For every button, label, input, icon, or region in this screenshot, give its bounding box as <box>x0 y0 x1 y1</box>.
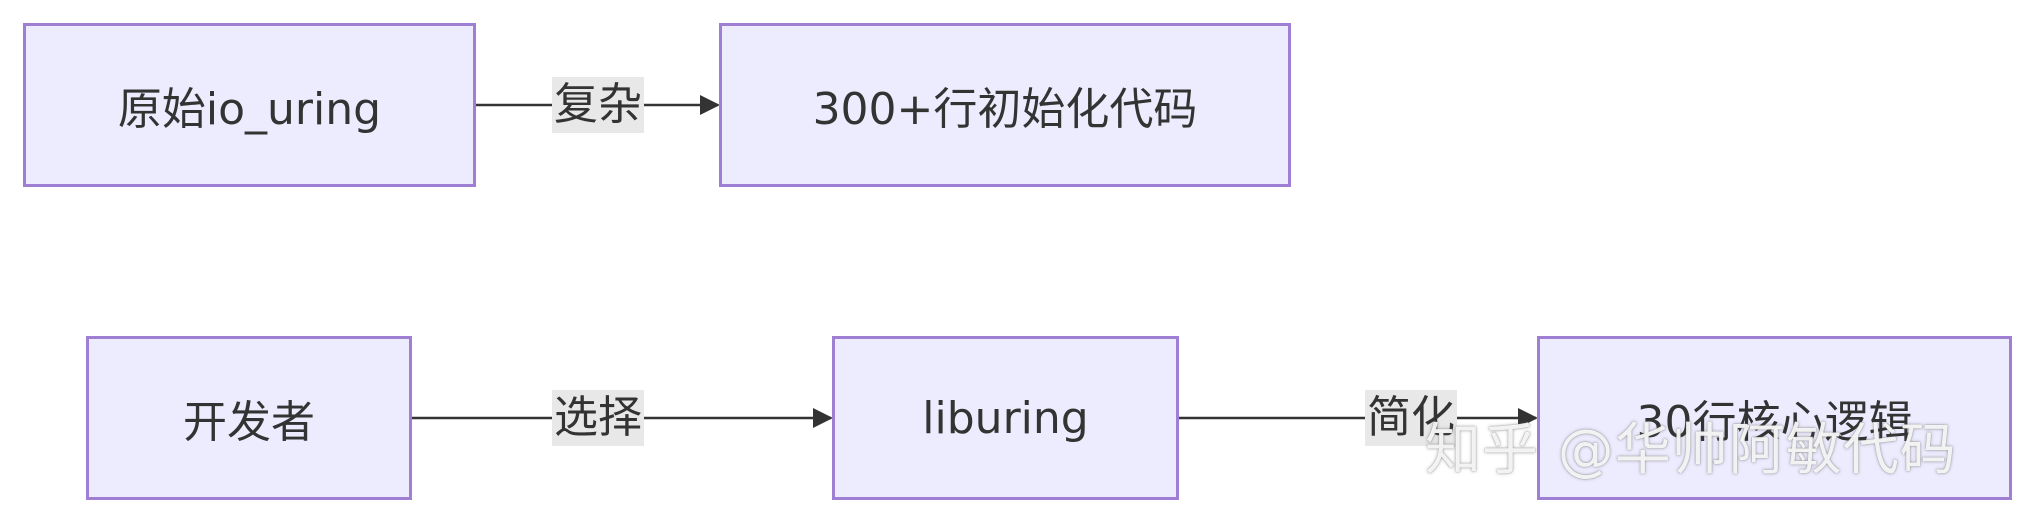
edge-label-complex: 复杂 <box>552 77 644 133</box>
node-raw-io-uring: 原始io_uring <box>23 23 476 187</box>
edge-label-choose: 选择 <box>552 390 644 446</box>
node-core-logic: 30行核心逻辑 <box>1537 336 2012 500</box>
watermark: 知乎 @华帅阿敏代码 <box>1425 418 1957 483</box>
node-liburing: liburing <box>832 336 1179 500</box>
node-developer: 开发者 <box>86 336 412 500</box>
node-init-code: 300+行初始化代码 <box>719 23 1291 187</box>
edge-label-simplify: 简化 <box>1365 390 1457 446</box>
